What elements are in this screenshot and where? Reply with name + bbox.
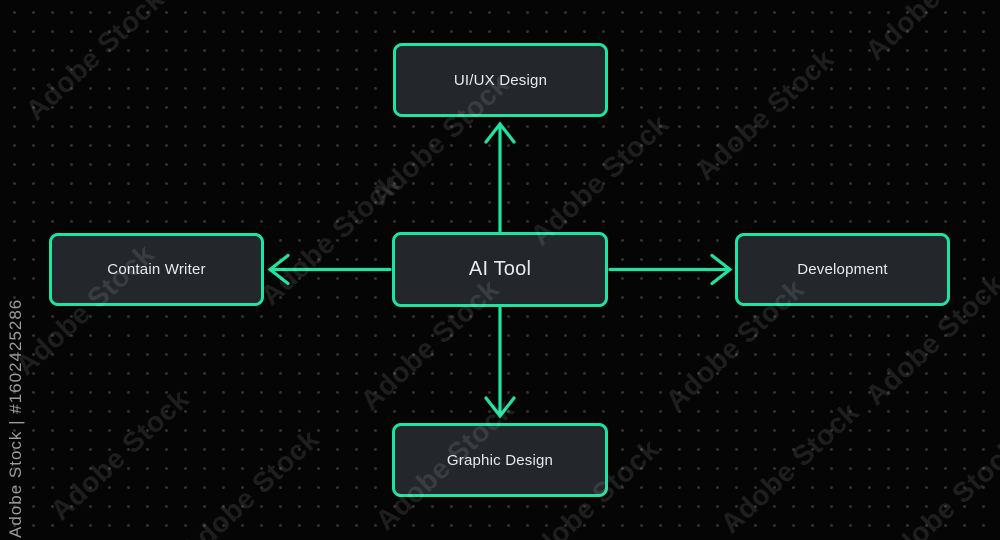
node-development: Development	[735, 233, 950, 306]
node-graphic-design-label: Graphic Design	[446, 451, 554, 469]
node-development-label: Development	[797, 261, 888, 278]
node-contain-writer: Contain Writer	[49, 233, 264, 306]
arrow-up	[484, 121, 516, 233]
arrow-left-head	[267, 253, 290, 286]
arrow-up-head	[484, 121, 516, 144]
node-uiux-design: UI/UX Design	[393, 43, 608, 117]
node-ai-tool: AI Tool	[392, 232, 608, 307]
arrow-right-head	[710, 253, 733, 286]
node-uiux-design-label: UI/UX Design	[453, 71, 548, 89]
arrow-down	[484, 306, 516, 419]
arrow-down-head	[484, 396, 516, 419]
node-contain-writer-label: Contain Writer	[107, 261, 206, 278]
node-ai-tool-label: AI Tool	[468, 258, 532, 280]
arrow-left	[267, 253, 392, 286]
arrow-right	[608, 253, 733, 286]
node-graphic-design: Graphic Design	[392, 423, 608, 497]
